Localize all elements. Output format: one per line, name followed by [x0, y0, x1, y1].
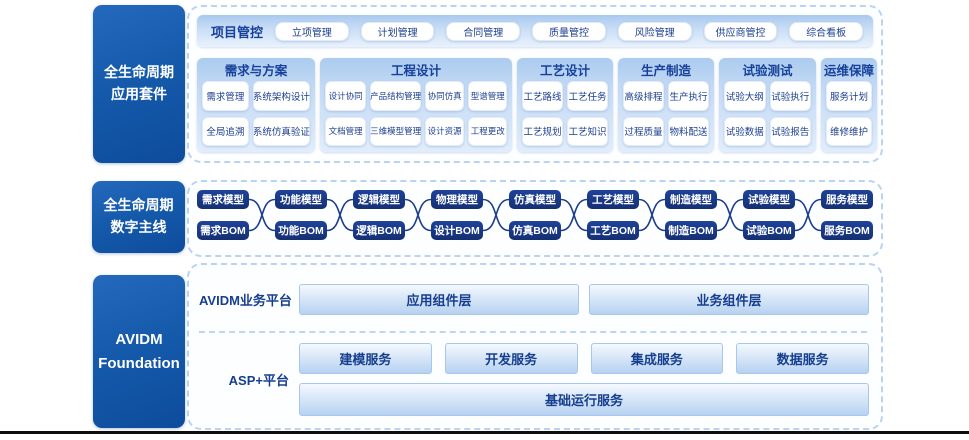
bom-chip: 工艺BOM [587, 221, 639, 240]
business-platform-label: AVIDM业务平台 [199, 293, 292, 308]
suite-item: 工艺任务 [567, 81, 608, 111]
project-bar-item: 质量管控 [532, 21, 606, 41]
panel-header: 试验测试 [742, 64, 793, 78]
suite-item: 工艺知识 [567, 116, 608, 146]
suite-item: 维修维护 [826, 116, 872, 146]
suite-item: 系统仿真验证 [252, 116, 310, 146]
panel-requirements: 需求与方案 需求管理 系统架构设计 全局追溯 系统仿真验证 [197, 58, 315, 152]
suite-title-line1: 全生命周期 [104, 64, 174, 81]
panel-header: 生产制造 [640, 64, 691, 78]
foundation-divider [199, 331, 867, 333]
suite-item: 生产执行 [668, 81, 709, 111]
bom-chip: 需求BOM [197, 221, 249, 240]
suite-item: 系统架构设计 [252, 81, 310, 111]
suite-item: 试验大纲 [724, 81, 766, 111]
suite-item: 服务计划 [826, 81, 872, 111]
suite-item: 试验执行 [769, 81, 811, 111]
panel-header: 需求与方案 [224, 64, 288, 78]
suite-title-line2: 应用套件 [111, 86, 167, 102]
foundation-title-box: AVIDM Foundation [93, 275, 185, 428]
project-bar-item: 立项管理 [275, 21, 349, 41]
panel-manufacturing: 生产制造 高级排程 生产执行 过程质量 物料配送 [618, 58, 714, 152]
business-component-layer-bar: 业务组件层 [589, 284, 869, 315]
panel-header: 工艺设计 [539, 64, 590, 78]
panel-maintenance: 运维保障 服务计划 维修维护 [821, 58, 877, 152]
model-chip: 试验模型 [743, 190, 795, 209]
bottom-border-line [0, 431, 969, 434]
project-bar-item: 综合看板 [789, 21, 864, 41]
suite-item: 设计资源 [424, 116, 465, 146]
suite-item: 过程质量 [623, 116, 664, 146]
suite-item: 高级排程 [623, 81, 664, 111]
suite-item: 物料配送 [668, 116, 709, 146]
thread-section: 需求模型 需求BOM 功能模型 功能BOM 逻辑模型 逻辑BOM 物理模型 设计… [187, 180, 883, 257]
model-chip: 功能模型 [275, 190, 327, 209]
panel-header: 运维保障 [823, 64, 874, 78]
model-chip: 工艺模型 [587, 190, 639, 209]
integration-service-bar: 集成服务 [590, 343, 724, 374]
data-service-bar: 数据服务 [736, 343, 869, 374]
panel-header: 工程设计 [390, 64, 441, 78]
panel-testing: 试验测试 试验大纲 试验执行 试验数据 试验报告 [719, 58, 816, 152]
development-service-bar: 开发服务 [444, 343, 578, 374]
bom-chip: 试验BOM [743, 221, 795, 240]
suite-item: 全局追溯 [202, 116, 249, 146]
panel-process-design: 工艺设计 工艺路线 工艺任务 工艺规划 工艺知识 [517, 58, 613, 152]
asp-platform-label: ASP+平台 [228, 373, 289, 388]
suite-item: 三维模型管理 [370, 116, 421, 146]
model-chip: 需求模型 [197, 190, 249, 209]
thread-title-line2: 数字主线 [110, 219, 167, 235]
suite-item: 工艺路线 [522, 81, 563, 111]
project-bar-item: 计划管理 [360, 21, 435, 41]
project-bar-item: 合同管理 [446, 21, 521, 41]
project-control-bar: 项目管控 立项管理 计划管理 合同管理 质量管控 风险管理 供应商管控 综合看板 [197, 15, 873, 47]
base-runtime-service-bar: 基础运行服务 [299, 383, 869, 416]
foundation-section: AVIDM业务平台 应用组件层 业务组件层 ASP+平台 建模服务 开发服务 集… [187, 263, 883, 430]
modeling-service-bar: 建模服务 [299, 343, 432, 374]
suite-item: 设计协同 [325, 81, 367, 111]
suite-item: 产品结构管理 [370, 81, 421, 111]
model-chip: 逻辑模型 [353, 190, 405, 209]
foundation-title-line2: Foundation [98, 354, 180, 372]
bom-chip: 制造BOM [665, 221, 717, 240]
model-chip: 仿真模型 [509, 190, 561, 209]
bom-chip: 功能BOM [275, 221, 327, 240]
project-bar-item: 供应商管控 [703, 21, 778, 41]
project-control-label: 项目管控 [211, 24, 264, 40]
bom-chip: 设计BOM [431, 221, 483, 240]
model-chip: 物理模型 [431, 190, 483, 209]
suite-item: 工艺规划 [522, 116, 563, 146]
project-bar-item: 风险管理 [617, 21, 692, 41]
model-chip: 制造模型 [665, 190, 717, 209]
suite-item: 试验报告 [769, 116, 811, 146]
bom-chip: 逻辑BOM [353, 221, 405, 240]
foundation-title-line1: AVIDM [115, 331, 163, 349]
thread-title-box: 全生命周期 数字主线 [92, 181, 185, 253]
suite-panels-row: 需求与方案 需求管理 系统架构设计 全局追溯 系统仿真验证 工程设计 设计协同 … [197, 58, 877, 152]
suite-item: 工程更改 [468, 116, 507, 146]
app-component-layer-bar: 应用组件层 [299, 284, 579, 315]
model-chip: 服务模型 [821, 190, 873, 209]
suite-section: 项目管控 立项管理 计划管理 合同管理 质量管控 风险管理 供应商管控 综合看板… [187, 5, 883, 163]
suite-title-box: 全生命周期 应用套件 [93, 5, 185, 163]
bom-chip: 仿真BOM [509, 221, 561, 240]
thread-title-line1: 全生命周期 [103, 197, 174, 214]
asp-platform-row: ASP+平台 建模服务 开发服务 集成服务 数据服务 基础运行服务 [199, 343, 869, 416]
suite-item: 型谱管理 [468, 81, 507, 111]
bom-chip: 服务BOM [821, 221, 873, 240]
suite-item: 需求管理 [202, 81, 249, 111]
business-platform-row: AVIDM业务平台 应用组件层 业务组件层 [199, 284, 869, 315]
panel-engineering-design: 工程设计 设计协同 产品结构管理 协同仿真 型谱管理 文档管理 三维模型管理 设… [320, 58, 512, 152]
suite-item: 文档管理 [325, 116, 367, 146]
suite-item: 试验数据 [724, 116, 766, 146]
suite-item: 协同仿真 [424, 81, 465, 111]
